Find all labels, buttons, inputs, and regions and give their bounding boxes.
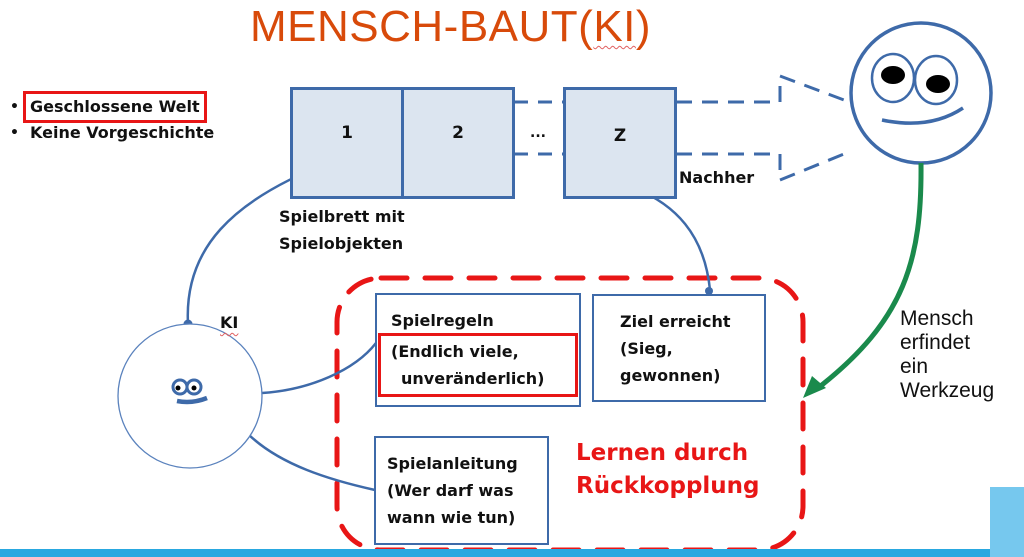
board-caption: Spielbrett mit Spielobjekten: [279, 203, 405, 257]
green-arrowhead-icon: [803, 376, 826, 398]
bullet-icon: •: [10, 99, 19, 115]
feedback-line: Lernen durch: [576, 440, 749, 466]
footer-bar: [0, 549, 1024, 557]
goal-anchor-dot: [705, 287, 713, 295]
bullet-item: • Geschlossene Welt: [10, 91, 214, 123]
ki-label: KI: [220, 313, 239, 332]
bullet-text: Keine Vorgeschichte: [30, 123, 215, 142]
bullet-list: • Geschlossene Welt • Keine Vorgeschicht…: [10, 91, 214, 146]
human-note-line: Mensch: [900, 307, 974, 330]
human-face-icon: [849, 21, 993, 165]
bullet-icon: •: [10, 125, 19, 141]
rules-detail-line: unveränderlich): [401, 369, 545, 388]
board-cell-1: 1: [290, 87, 404, 199]
goal-line: Ziel erreicht: [620, 312, 731, 331]
green-arrow-line: [816, 162, 924, 390]
human-note-line: Werkzeug: [900, 379, 995, 402]
board-cell-2: 2: [401, 87, 515, 199]
bullet-text-highlighted: Geschlossene Welt: [23, 91, 207, 123]
after-label: Nachher: [679, 168, 755, 187]
title-ki: KI: [593, 2, 636, 51]
feedback-line: Rückkopplung: [576, 473, 760, 499]
bullet-item: • Keine Vorgeschichte: [10, 120, 214, 146]
cell-label: 1: [341, 123, 353, 143]
instructions-box: Spielanleitung (Wer darf was wann wie tu…: [374, 436, 549, 545]
title-suffix: ): [635, 2, 652, 51]
rules-highlight: (Endlich viele, unveränderlich): [378, 333, 578, 397]
human-note-line: ein: [900, 355, 929, 378]
title-prefix: MENSCH-BAUT(: [250, 2, 594, 51]
human-note-line: erfindet: [900, 331, 971, 354]
board-cell-z: Z: [563, 87, 677, 199]
instructions-line: wann wie tun): [387, 508, 516, 527]
feedback-label: Lernen durch Rückkopplung: [576, 437, 760, 503]
board-ellipsis: ...: [530, 125, 546, 141]
instructions-line: (Wer darf was: [387, 481, 514, 500]
goal-line: gewonnen): [620, 366, 721, 385]
ki-face-icon: [117, 323, 263, 469]
dashed-arrow-to-human: [676, 73, 845, 183]
board-caption-line: Spielbrett mit: [279, 207, 405, 226]
instructions-line: Spielanleitung: [387, 454, 518, 473]
board-caption-line: Spielobjekten: [279, 234, 404, 253]
rules-detail-line: (Endlich viele,: [391, 342, 519, 361]
ki-to-rules-connector: [261, 342, 377, 395]
footer-corner-block: [990, 487, 1024, 557]
cell-label: Z: [613, 126, 627, 146]
rules-box: Spielregeln: [375, 293, 581, 407]
rules-title: Spielregeln: [391, 311, 494, 330]
goal-box: Ziel erreicht (Sieg, gewonnen): [592, 294, 766, 402]
goal-line: (Sieg,: [620, 339, 673, 358]
slide-title: MENSCH-BAUT(KI): [250, 2, 651, 52]
human-note: Mensch erfindet ein Werkzeug: [900, 307, 994, 403]
cell-label: 2: [452, 123, 464, 143]
ki-to-instructions-connector: [247, 433, 376, 492]
